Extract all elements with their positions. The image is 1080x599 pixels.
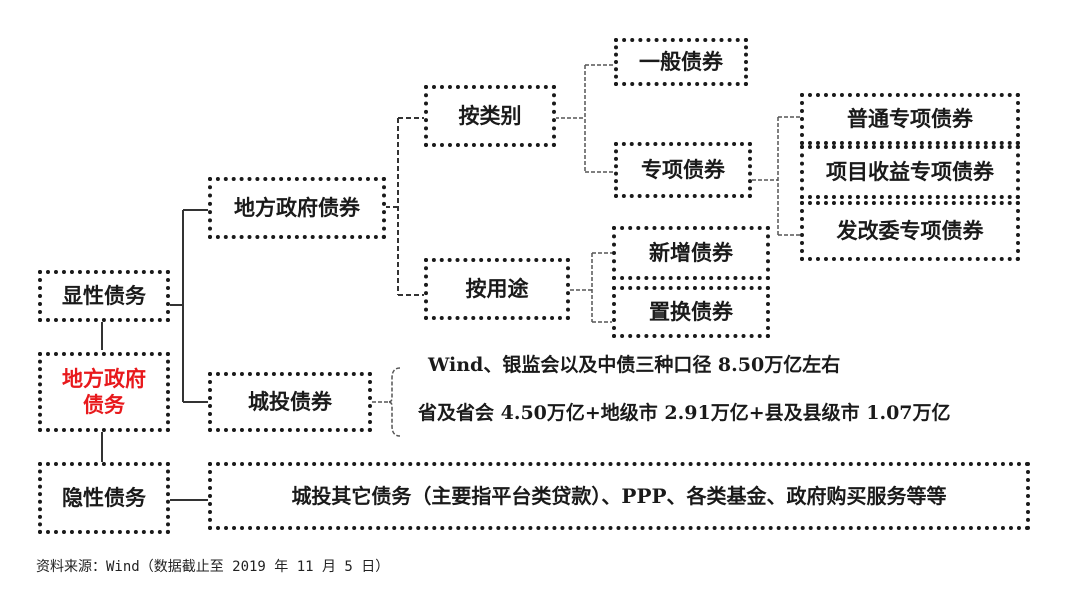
chengtou-note-2: 省及省会 4.50万亿+地级市 2.91万亿+县及县级市 1.07万亿 bbox=[418, 402, 951, 424]
connector-use bbox=[570, 252, 614, 323]
chengtou-note-1: Wind、银监会以及中债三种口径 8.50万亿左右 bbox=[428, 354, 841, 376]
node-replacement-bonds: 置换债券 bbox=[612, 286, 770, 338]
node-by-category: 按类别 bbox=[424, 85, 556, 147]
node-explicit-debt: 显性债务 bbox=[38, 270, 170, 322]
connector-chengtou bbox=[372, 367, 401, 437]
node-chengtou-bonds: 城投债券 bbox=[208, 372, 372, 432]
node-local-gov-bonds: 地方政府债券 bbox=[208, 177, 386, 239]
node-implicit-detail: 城投其它债务（主要指平台类贷款）、PPP、各类基金、政府购买服务等等 bbox=[208, 462, 1030, 530]
node-local-gov-debt: 地方政府 债务 bbox=[38, 352, 170, 432]
node-general-bonds: 一般债券 bbox=[614, 38, 748, 86]
node-new-bonds: 新增债券 bbox=[612, 226, 770, 280]
node-ordinary-special-bonds: 普通专项债券 bbox=[800, 93, 1020, 145]
connector-category bbox=[555, 64, 615, 173]
connector-explicit bbox=[168, 209, 208, 403]
connector-lgb bbox=[385, 117, 425, 296]
node-project-revenue-special-bonds: 项目收益专项债券 bbox=[800, 145, 1020, 199]
source-note: 资料来源：Wind（数据截止至 2019 年 11 月 5 日） bbox=[36, 559, 390, 575]
connector-special bbox=[752, 116, 800, 236]
node-implicit-debt: 隐性债务 bbox=[38, 462, 170, 534]
node-special-bonds: 专项债券 bbox=[614, 142, 752, 198]
node-by-use: 按用途 bbox=[424, 258, 570, 320]
node-ndrc-special-bonds: 发改委专项债券 bbox=[800, 201, 1020, 261]
